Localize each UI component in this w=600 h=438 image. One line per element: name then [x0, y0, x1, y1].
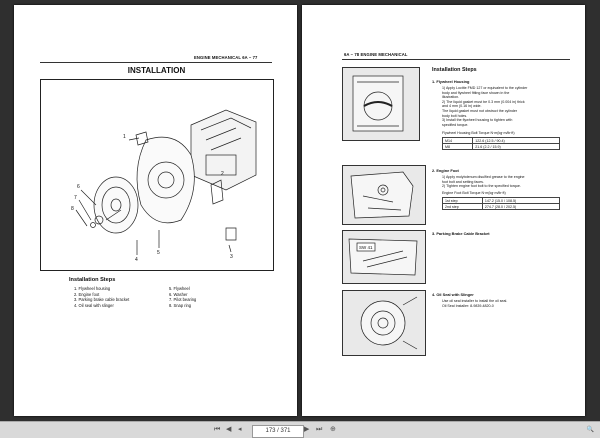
flywheel-housing-illustration — [342, 67, 420, 141]
exploded-diagram: 1 2 3 4 5 6 7 8 — [40, 79, 274, 271]
flywheel-torque-table: M14 122.6 (12.5 / 90.4) M8 21.6 (2.2 / 1… — [441, 137, 560, 150]
instruction-line: foot bolt and setting faces. — [442, 179, 484, 184]
step-item: 8. Snap ring — [169, 302, 192, 308]
table-cell: 21.6 (2.2 / 15.9) — [472, 143, 560, 150]
steps-column-1: 1. Flywheel housing 2. Engine foot 3. Pa… — [74, 286, 129, 308]
callout-8: 8 — [71, 206, 74, 212]
exploded-view-illustration: 1 2 3 4 5 6 7 8 — [71, 109, 257, 263]
item-3-heading: 3. Parking Brake Cable Bracket — [432, 231, 490, 236]
instruction-line: illustration. — [442, 95, 460, 100]
page-header: ENGINE MECHANICAL 6A – 77 — [194, 55, 258, 60]
callout-6: 6 — [77, 184, 80, 190]
document-page-right: 6A – 78 ENGINE MECHANICAL Installation S… — [302, 5, 585, 416]
step-item: 7. Pilot bearing — [169, 297, 197, 302]
torque-caption: Flywheel Housing Bolt Torque N·m(kg·m/lb… — [442, 131, 515, 135]
instruction-line: 1) Apply molybdenum disulfied grease to … — [442, 175, 525, 179]
last-page-button[interactable]: ⏭ — [316, 426, 323, 433]
step-item: 1. Flywheel housing — [74, 286, 111, 291]
zoom-button[interactable]: ⊕ — [330, 426, 336, 433]
instruction-line: and 4 mm (0.16 in) wide. — [442, 104, 482, 109]
header-rule — [342, 59, 570, 60]
table-cell: M8 — [441, 143, 474, 150]
zoom-icon[interactable]: 🔍 — [586, 427, 594, 433]
step-item: 4. Oil seal with slinger — [74, 302, 114, 308]
item-1-instructions: 1) Apply Loctite FMD 127 or equivalent t… — [442, 86, 527, 127]
item-4-heading: 4. Oil Seal with Slinger — [432, 292, 474, 297]
callout-3: 3 — [230, 254, 233, 260]
first-page-button[interactable]: ⏮ — [214, 426, 221, 433]
prev-page-icon[interactable]: ◂ — [238, 426, 242, 433]
section-title: Installation Steps — [432, 67, 477, 73]
instruction-line: body bolt holes. — [442, 113, 468, 118]
step-item: 6. Washer — [169, 291, 188, 297]
image-label: SW 41 — [359, 245, 373, 250]
item-4-instructions: Use oil seal installer to install the oi… — [442, 299, 507, 308]
instruction-line: body and flywheel fitting face shown in … — [442, 90, 510, 95]
next-page-button[interactable]: ▶ — [304, 426, 310, 433]
step-item: 2. Engine foot — [74, 291, 100, 297]
callout-5: 5 — [157, 250, 160, 256]
engine-foot-torque-table: 1st step 147.2 (15.0 / 108.5) 2nd step 2… — [442, 197, 561, 210]
engine-foot-drawing — [350, 171, 414, 219]
instruction-line: specified torque. — [442, 122, 469, 127]
parking-brake-bracket-illustration: SW 41 — [342, 230, 426, 284]
table-row: M8 21.6 (2.2 / 15.9) — [441, 143, 560, 150]
installation-steps-title: Installation Steps — [69, 277, 116, 283]
instruction-line: Oil Seal Installer: 8-9839-4820-0 — [442, 303, 494, 308]
callout-2: 2 — [221, 171, 224, 177]
callout-4: 4 — [135, 257, 138, 263]
document-page-left: ENGINE MECHANICAL 6A – 77 INSTALLATION — [14, 5, 297, 416]
page-header: 6A – 78 ENGINE MECHANICAL — [344, 52, 408, 57]
steps-column-2: 5. Flywheel 6. Washer 7. Pilot bearing 8… — [169, 286, 196, 308]
item-2-instructions: 1) Apply molybdenum disulfied grease to … — [442, 175, 525, 189]
oil-seal-drawing — [360, 296, 418, 350]
step-item: 3. Parking brake cable bracket — [74, 297, 130, 302]
instruction-line: Use oil seal installer to install the oi… — [442, 299, 508, 303]
page-number-input[interactable] — [252, 425, 304, 438]
instruction-line: 3) Install the flywheel housing to tight… — [442, 118, 513, 123]
instruction-line: 2) The liquid gasket must be 0.3 mm (0.0… — [442, 99, 525, 104]
callout-7: 7 — [74, 195, 77, 201]
instruction-line: 1) Apply Loctite FMD 127 or equivalent t… — [442, 86, 528, 90]
engine-foot-illustration — [342, 165, 426, 225]
instruction-line: The liquid gasket must not obstruct the … — [442, 108, 518, 113]
page-title: INSTALLATION — [127, 66, 186, 75]
table-cell: 274.7 (28.0 / 202.5) — [481, 203, 561, 210]
table-row: 2nd step 274.7 (28.0 / 202.5) — [442, 203, 561, 210]
parking-brake-drawing: SW 41 — [348, 238, 418, 276]
pdf-toolbar: ⏮ ◀ ◂ ▶ ⏭ ⊕ 🔍 — [0, 421, 600, 438]
header-rule — [40, 62, 272, 63]
flywheel-housing-drawing — [352, 75, 404, 132]
table-cell: 2nd step — [442, 203, 483, 210]
item-1-heading: 1. Flywheel Housing — [432, 79, 470, 84]
item-2-heading: 2. Engine Foot — [432, 168, 459, 173]
callout-1: 1 — [123, 134, 126, 140]
step-item: 5. Flywheel — [169, 286, 190, 291]
torque-caption: Engine Foot Bolt Torque N·m(kg·m/lb·ft) — [442, 191, 506, 195]
oil-seal-illustration — [342, 290, 426, 356]
instruction-line: 2) Tighten engine foot bolt to the speci… — [442, 184, 521, 189]
prev-page-button[interactable]: ◀ — [226, 426, 232, 433]
